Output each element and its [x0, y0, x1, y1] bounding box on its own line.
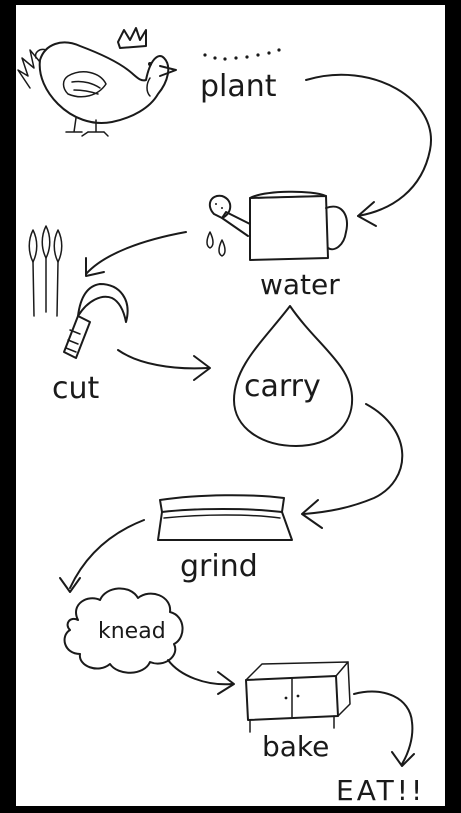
label-knead: knead [98, 619, 166, 644]
label-plant: plant [200, 69, 277, 104]
seed-dots [203, 48, 280, 60]
arrow-plant-to-water [306, 75, 431, 226]
arrow-water-to-cut [86, 232, 186, 276]
arrow-knead-to-bake [168, 660, 234, 694]
border-right [445, 0, 461, 813]
oven-icon [246, 662, 350, 732]
border-top [0, 0, 461, 5]
millstone-icon [158, 495, 292, 540]
label-bake: bake [262, 730, 329, 763]
arrow-carry-to-grind [302, 404, 402, 528]
chicken-icon [18, 28, 176, 136]
label-carry: carry [244, 369, 321, 404]
arrow-cut-to-carry [118, 350, 210, 380]
border-bottom [0, 806, 461, 813]
label-cut: cut [52, 371, 100, 406]
label-eat: EAT!! [336, 774, 425, 807]
watering-can-icon [207, 192, 347, 260]
border-left [0, 0, 16, 813]
label-water: water [260, 268, 340, 301]
wheat-icon [29, 226, 62, 316]
arrow-grind-to-knead [60, 520, 144, 592]
arrow-bake-to-eat [354, 692, 414, 766]
sickle-icon [64, 284, 128, 358]
label-grind: grind [180, 549, 258, 584]
